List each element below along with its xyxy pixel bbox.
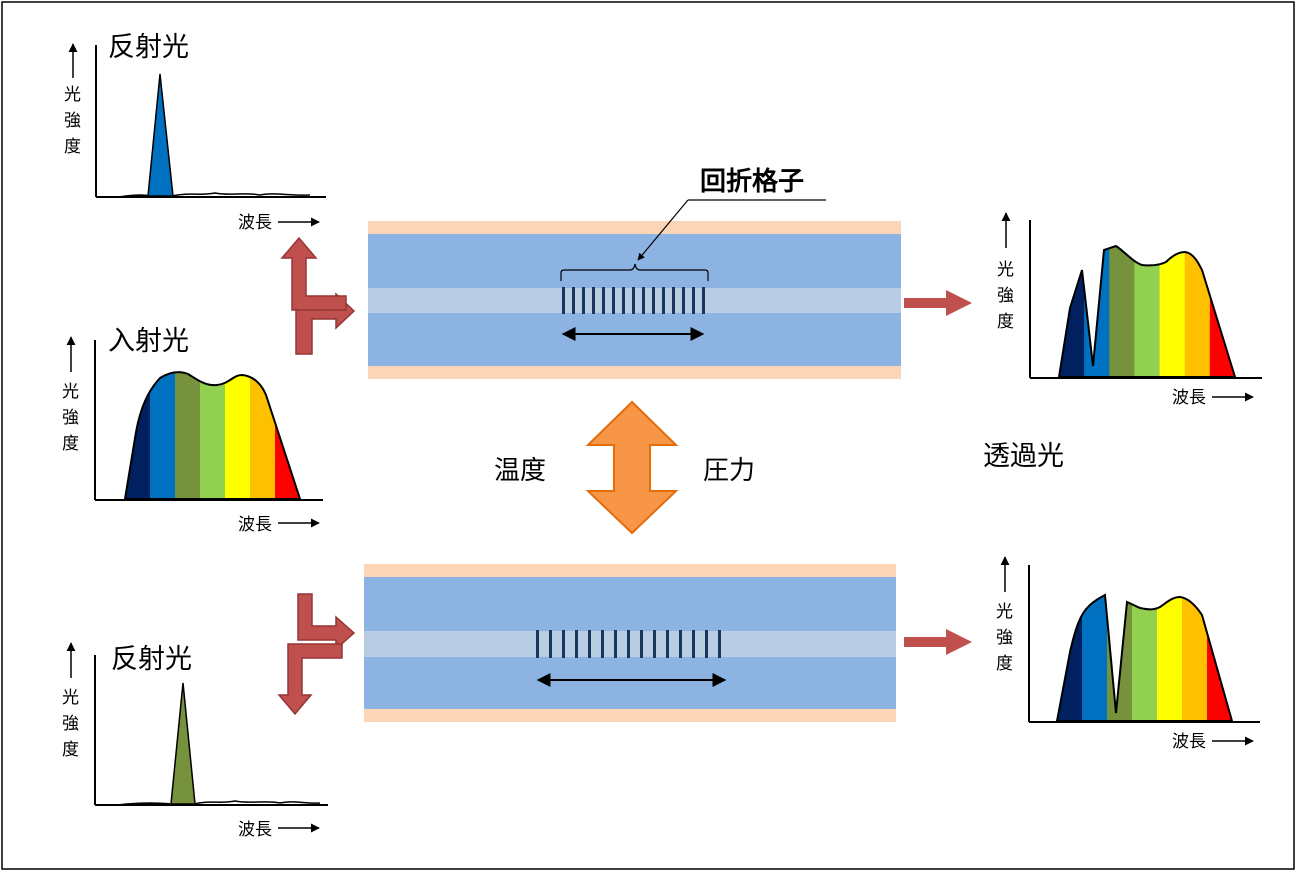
wavelength-label: 波長 [238, 515, 272, 535]
transmitted-outline-top [1057, 244, 1237, 378]
grating-line [692, 287, 695, 314]
grating-line [652, 287, 655, 314]
grating-line [632, 287, 635, 314]
wavelength-label: 波長 [1172, 732, 1206, 752]
grating-lines-bottom [536, 630, 721, 658]
grating-line [672, 287, 675, 314]
grating-line [575, 630, 578, 658]
grating-line [705, 630, 708, 658]
intensity-char-1: 光 [997, 260, 1014, 280]
wavelength-label: 波長 [1172, 388, 1206, 408]
grating-line [622, 287, 625, 314]
incident-bend-arrow-bottom [297, 593, 356, 651]
intensity-char-3: 度 [64, 137, 81, 157]
spectrum-band [225, 372, 251, 499]
grating-line [627, 630, 630, 658]
grating-line [562, 630, 565, 658]
grating-line [612, 287, 615, 314]
grating-line [718, 630, 721, 658]
grating-line [679, 630, 682, 658]
grating-pointer [637, 199, 689, 261]
reflect-bend-arrow-top [280, 236, 347, 311]
grating-line [601, 630, 604, 658]
grating-line [662, 287, 665, 314]
spectrum-band [1109, 246, 1136, 377]
intensity-char-2: 強 [996, 628, 1013, 648]
grating-line [549, 630, 552, 658]
grating-line [692, 630, 695, 658]
transmit-arrow-top [904, 290, 972, 316]
grating-line [562, 287, 565, 314]
intensity-char-2: 強 [62, 714, 79, 734]
grating-line [602, 287, 605, 314]
grating-label: 回折格子 [700, 166, 804, 197]
grating-brace [560, 263, 709, 281]
wavelength-label: 波長 [238, 820, 272, 840]
wavelength-label: 波長 [238, 213, 272, 233]
spectrum-band [150, 372, 176, 499]
temperature-label: 温度 [494, 456, 546, 486]
grating-line [572, 287, 575, 314]
grating-line [642, 287, 645, 314]
fiber-bottom [364, 564, 896, 722]
grating-line [640, 630, 643, 658]
stress-double-arrow [585, 400, 679, 535]
reflected-peak-top [147, 73, 174, 197]
grating-line [702, 287, 705, 314]
intensity-char-1: 光 [62, 382, 79, 402]
spectrum-band [1082, 595, 1108, 721]
grating-line [614, 630, 617, 658]
grating-line [588, 630, 591, 658]
grating-line [592, 287, 595, 314]
spectrum-band [1132, 595, 1158, 721]
spectrum-band [1159, 246, 1186, 377]
intensity-char-1: 光 [996, 602, 1013, 622]
incident-outline [123, 371, 302, 500]
intensity-char-2: 強 [62, 408, 79, 428]
pressure-label: 圧力 [703, 456, 755, 486]
reflected-top-plot: 光 強 度 反射光 波長 [64, 32, 326, 233]
intensity-char-1: 光 [62, 688, 79, 708]
fiber-top: 回折格子 [368, 166, 901, 379]
transmit-arrow-bottom [904, 629, 972, 655]
intensity-char-2: 強 [997, 286, 1014, 306]
intensity-char-1: 光 [64, 85, 81, 105]
transmitted-top-plot: 光 強 度 波長 [997, 212, 1262, 408]
spectrum-band [1134, 246, 1161, 377]
intensity-char-3: 度 [62, 740, 79, 760]
grating-line [682, 287, 685, 314]
spectrum-band [1157, 595, 1183, 721]
spectrum-band [200, 372, 226, 499]
intensity-char-3: 度 [62, 434, 79, 454]
grating-line [653, 630, 656, 658]
reflected-bottom-title: 反射光 [111, 644, 192, 675]
reflected-peak-bottom [170, 682, 196, 805]
reflect-bend-arrow-bottom [277, 643, 343, 716]
reflected-top-title: 反射光 [108, 32, 189, 63]
transmitted-outline-bottom [1055, 593, 1234, 722]
intensity-char-3: 度 [997, 312, 1014, 332]
spectrum-band [175, 372, 201, 499]
reflected-bottom-plot: 光 強 度 反射光 波長 [62, 642, 328, 840]
grating-line [666, 630, 669, 658]
incident-title: 入射光 [108, 326, 189, 357]
grating-line [582, 287, 585, 314]
intensity-char-3: 度 [996, 654, 1013, 674]
grating-line [536, 630, 539, 658]
grating-lines-top [562, 287, 705, 314]
transmitted-title: 透過光 [983, 441, 1064, 472]
intensity-char-2: 強 [64, 111, 81, 131]
